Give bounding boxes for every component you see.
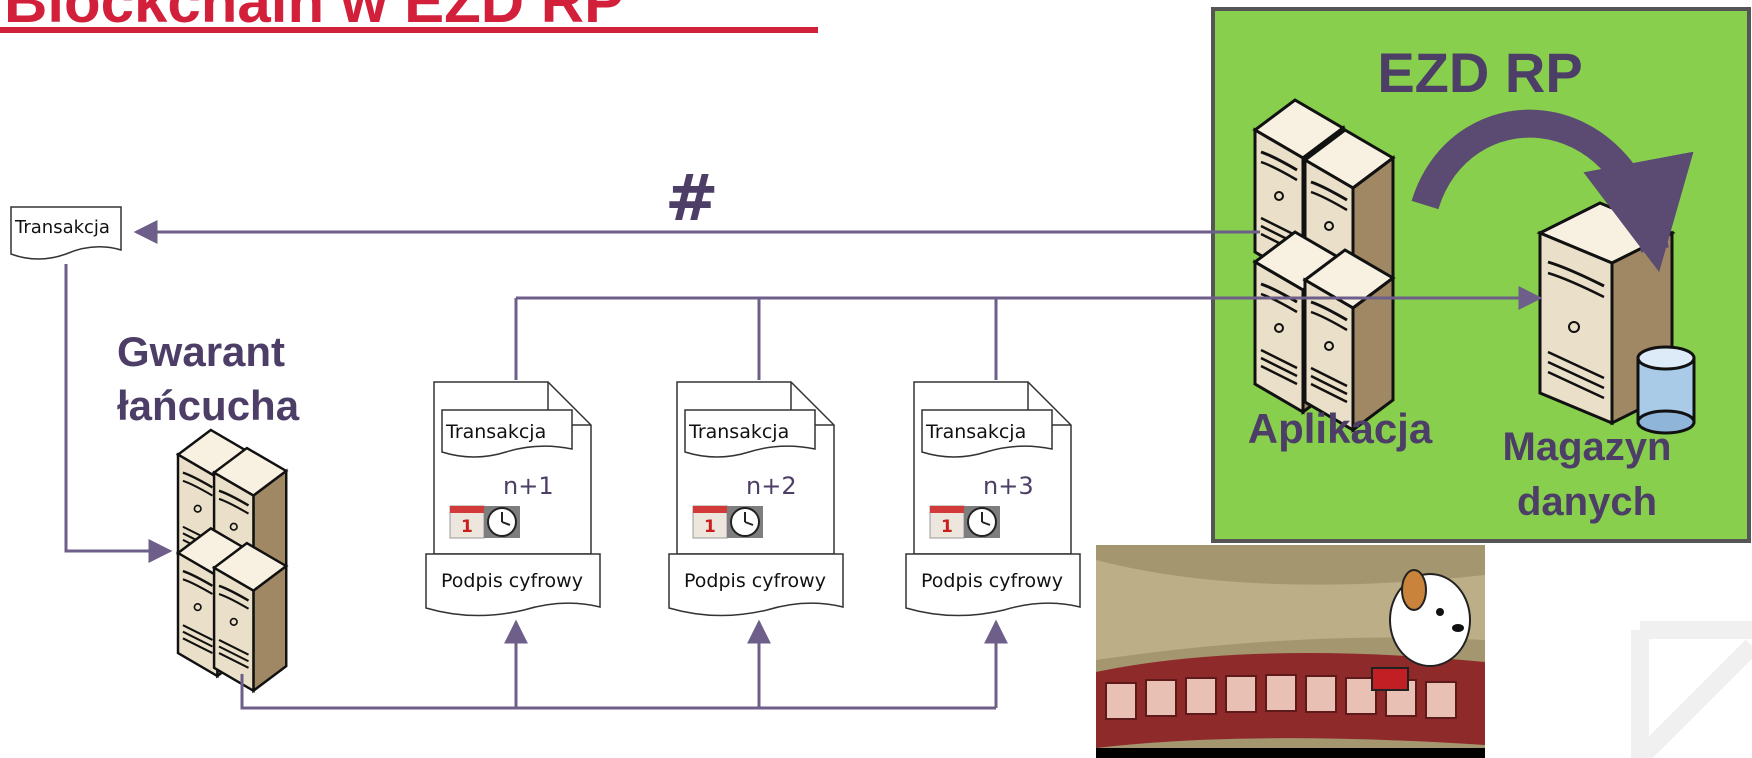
tx-to-guarantor-arrow: [64, 264, 173, 563]
dog-mascot-image: [1371, 569, 1471, 691]
database-icon: [1636, 345, 1696, 435]
block-top-connectors: [514, 286, 1543, 380]
film-strip-image: [1096, 545, 1485, 758]
transaction-doc-label: Transakcja: [14, 217, 110, 238]
guarantor-label-line2: łańcucha: [117, 382, 300, 429]
block-2-tx-label: Transakcja: [688, 421, 789, 443]
application-label: Aplikacja: [1248, 405, 1433, 452]
guarantor-label-line1: Gwarant: [117, 328, 285, 375]
block-3-index: n+3: [983, 472, 1034, 500]
block-3: Transakcja n+3 Podpis cyfrowy: [905, 381, 1081, 617]
watermark-shape: [1631, 621, 1752, 758]
ezd-rp-label: EZD RP: [1377, 41, 1582, 104]
block-1-index: n+1: [503, 472, 554, 500]
block-3-tx-label: Transakcja: [925, 421, 1026, 443]
storage-label-line1: Magazyn: [1503, 425, 1672, 469]
block-2-index: n+2: [746, 472, 797, 500]
block-1: Transakcja n+1 Podpis cyfrowy: [425, 381, 601, 617]
storage-label-line2: danych: [1517, 480, 1657, 524]
hash-symbol: #: [665, 162, 719, 236]
block-bottom-connectors: [240, 619, 1008, 710]
block-1-tx-label: Transakcja: [445, 421, 546, 443]
guarantor-server-icon: [176, 428, 288, 692]
application-server-icon: [1253, 98, 1395, 432]
block-1-signature: Podpis cyfrowy: [441, 570, 583, 592]
curved-arrow-icon: [1411, 109, 1694, 273]
block-3-signature: Podpis cyfrowy: [921, 570, 1063, 592]
block-2: Transakcja n+2 Podpis cyfrowy: [668, 381, 844, 617]
transaction-document-icon: Transakcja: [10, 206, 122, 260]
block-2-signature: Podpis cyfrowy: [684, 570, 826, 592]
